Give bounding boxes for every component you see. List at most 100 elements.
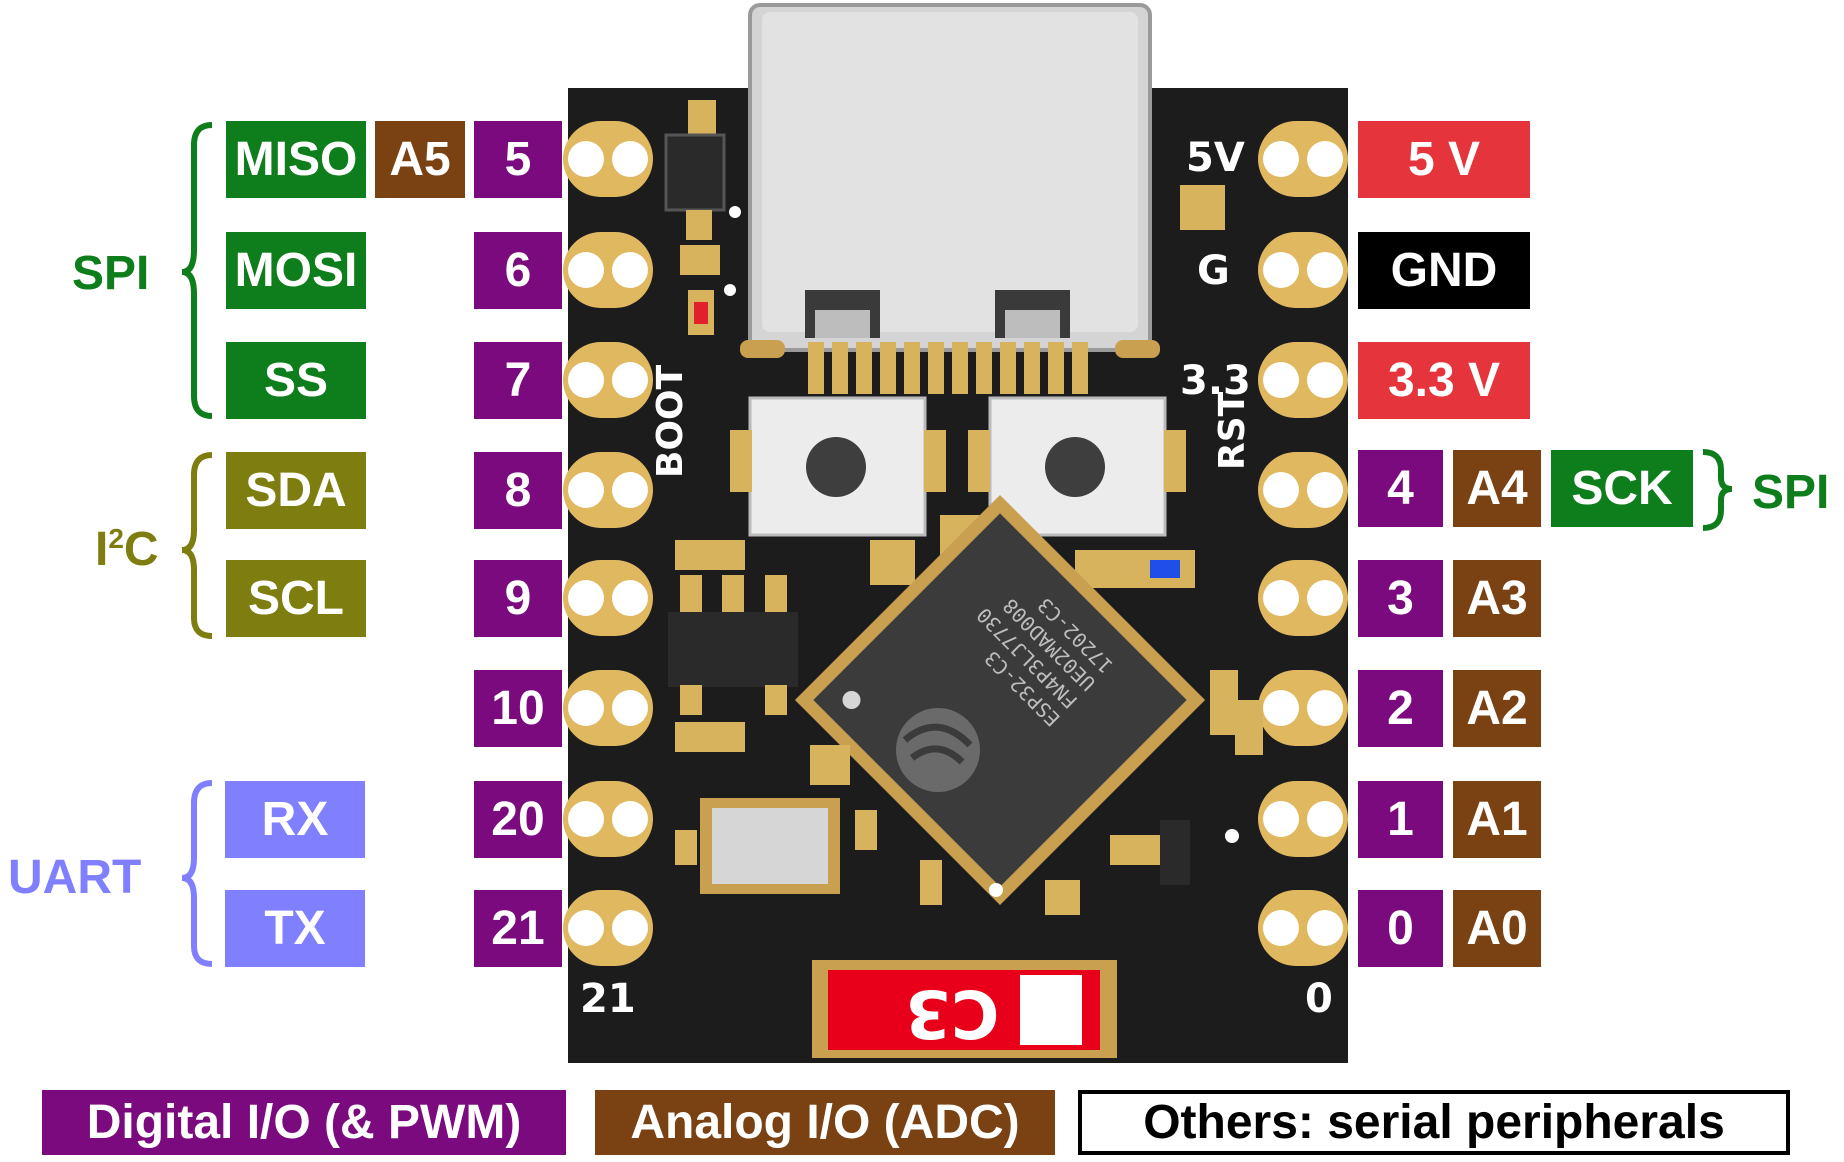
group-spi-left: SPI <box>72 247 150 300</box>
label-gnd: GND <box>1358 232 1530 309</box>
usb-pin <box>976 342 992 394</box>
usb-pin <box>952 342 968 394</box>
pin-hole <box>1263 362 1299 398</box>
pin-pad <box>1258 232 1348 308</box>
pin-hole <box>568 141 604 177</box>
pin-pad <box>1258 781 1348 857</box>
pin-5: 5 <box>474 121 562 198</box>
pin-hole <box>612 362 648 398</box>
label-a3: A3 <box>1453 560 1541 637</box>
label-miso: MISO <box>226 121 366 198</box>
pin-pad <box>1258 560 1348 636</box>
legend-analog: Analog I/O (ADC) <box>595 1090 1055 1155</box>
label-a4: A4 <box>1453 450 1541 527</box>
button-icon <box>730 396 946 537</box>
i2c-tail: C <box>123 523 159 576</box>
usb-pin <box>1072 342 1088 394</box>
pin-8: 8 <box>474 452 562 529</box>
silk-g: G <box>1197 248 1230 294</box>
pin-hole <box>568 910 604 946</box>
pin-4: 4 <box>1358 450 1443 527</box>
label-rx: RX <box>225 781 365 858</box>
usb-pin <box>1048 342 1064 394</box>
pin-pad <box>1258 121 1348 197</box>
spi-left-bracket <box>181 122 213 419</box>
pin-hole <box>1307 252 1343 288</box>
silk-3v3: 3.3 <box>1180 358 1251 404</box>
silk-0: 0 <box>1305 976 1333 1022</box>
pin-pad <box>563 670 653 746</box>
group-uart: UART <box>8 851 142 904</box>
usb-c-connector-icon <box>740 3 1160 394</box>
pin-hole <box>1307 580 1343 616</box>
i2c-base: I <box>95 523 109 576</box>
spi-right-bracket <box>1702 449 1733 531</box>
pin-hole <box>612 910 648 946</box>
pin-pad <box>1258 342 1348 418</box>
pin-hole <box>1307 472 1343 508</box>
pin-hole <box>568 472 604 508</box>
pin-6: 6 <box>474 232 562 309</box>
pin-hole <box>1263 141 1299 177</box>
i2c-bracket <box>181 452 213 639</box>
pin-pad <box>1258 670 1348 746</box>
pin-hole <box>568 362 604 398</box>
pin-hole <box>612 580 648 616</box>
pin-hole <box>568 580 604 616</box>
pin-hole <box>1307 362 1343 398</box>
usb-pin <box>1024 342 1040 394</box>
usb-pin <box>808 342 824 394</box>
pin-hole <box>1307 910 1343 946</box>
label-sda: SDA <box>226 452 366 529</box>
label-tx: TX <box>225 890 365 967</box>
chip-icon <box>794 494 1206 906</box>
pin-pad <box>563 232 653 308</box>
pin-hole <box>612 141 648 177</box>
usb-pin <box>928 342 944 394</box>
pin-hole <box>612 472 648 508</box>
usb-pin <box>1000 342 1016 394</box>
label-scl: SCL <box>226 560 366 637</box>
uart-bracket <box>181 780 213 967</box>
label-a0: A0 <box>1453 890 1541 967</box>
pin-3: 3 <box>1358 560 1443 637</box>
pin-21: 21 <box>474 890 562 967</box>
pin-hole <box>1263 801 1299 837</box>
pin-pad <box>563 452 653 528</box>
label-a1: A1 <box>1453 781 1541 858</box>
usb-pin <box>904 342 920 394</box>
pin-hole <box>1263 580 1299 616</box>
pin-pad <box>1258 890 1348 966</box>
pin-9: 9 <box>474 560 562 637</box>
label-mosi: MOSI <box>226 232 366 309</box>
pin-1: 1 <box>1358 781 1443 858</box>
silk-21: 21 <box>580 976 636 1022</box>
pin-hole <box>568 801 604 837</box>
pin-hole <box>1307 141 1343 177</box>
pin-hole <box>612 252 648 288</box>
left-pad-column <box>563 121 653 966</box>
pin-pad <box>563 890 653 966</box>
label-ss: SS <box>226 342 366 419</box>
pin-hole <box>1263 690 1299 726</box>
pin-hole <box>1263 910 1299 946</box>
pin-hole <box>612 690 648 726</box>
button-icon <box>968 396 1186 537</box>
usb-pin <box>856 342 872 394</box>
pin-10: 10 <box>474 670 562 747</box>
usb-pin <box>880 342 896 394</box>
pin-hole <box>568 252 604 288</box>
usb-pin <box>832 342 848 394</box>
right-pad-column <box>1258 121 1348 966</box>
pin-hole <box>1263 252 1299 288</box>
pin-hole <box>1263 472 1299 508</box>
pin-hole <box>612 801 648 837</box>
legend-others: Others: serial peripherals <box>1078 1090 1790 1155</box>
label-5v: 5 V <box>1358 121 1530 198</box>
i2c-sup: 2 <box>108 523 124 554</box>
silk-5v: 5V <box>1186 135 1245 181</box>
label-a2: A2 <box>1453 670 1541 747</box>
label-sck: SCK <box>1551 450 1693 527</box>
pin-pad <box>563 342 653 418</box>
